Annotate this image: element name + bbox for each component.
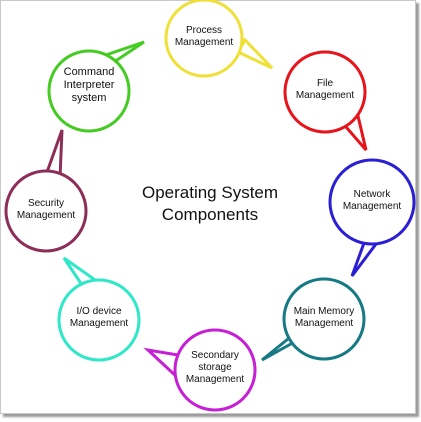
process-label-line-2: Management	[174, 37, 234, 48]
io-device-bubble	[57, 278, 141, 362]
security-bubble	[4, 169, 88, 253]
network-bubble	[328, 158, 416, 246]
command-interpreter-label-line-2: Interpreter	[63, 79, 115, 91]
main-memory-label-line-1: Main Memory	[293, 306, 355, 317]
command-interpreter-label-line-1: Command	[63, 66, 115, 78]
diagram-title: Operating System Components	[106, 182, 314, 226]
security-label-line-1: Security	[27, 198, 65, 209]
security-label-line-2: Management	[16, 210, 76, 221]
secondary-storage-label-line-1: Secondary	[191, 350, 239, 361]
network-label-line-1: Network	[353, 189, 391, 200]
process-bubble	[164, 0, 244, 78]
file-label-line-1: File	[316, 78, 334, 89]
main-memory-bubble	[282, 277, 366, 361]
diagram-title-line-2: Components	[161, 205, 259, 224]
network-label-line-2: Management	[342, 201, 402, 212]
secondary-storage-bubble	[173, 328, 257, 412]
file-label-line-2: Management	[295, 90, 355, 101]
io-device-label-line-2: Management	[69, 318, 129, 329]
command-interpreter-label-line-3: system	[71, 92, 107, 104]
diagram-title-line-1: Operating System	[141, 183, 279, 202]
process-label-line-1: Process	[185, 25, 223, 36]
file-bubble	[283, 50, 367, 134]
io-device-label-line-1: I/O device	[76, 306, 122, 317]
secondary-storage-label-line-3: Management	[185, 374, 245, 385]
secondary-storage-label-line-2: storage	[198, 362, 232, 373]
command-interpreter-bubble	[47, 49, 131, 133]
main-memory-label-line-2: Management	[294, 318, 354, 329]
